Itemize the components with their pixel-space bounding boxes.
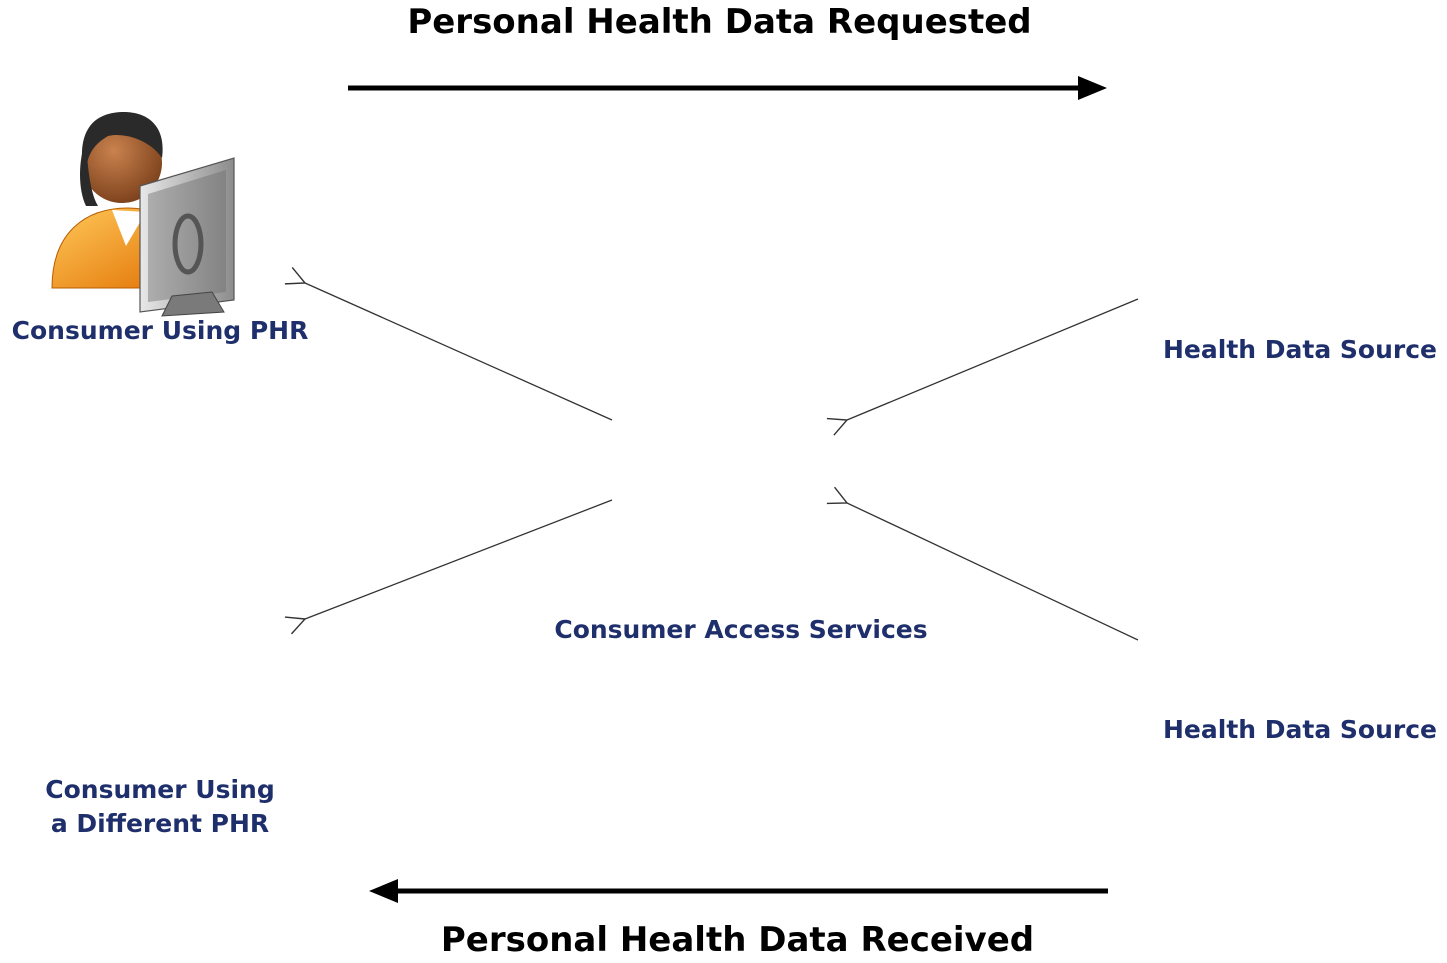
connector-from-lab-source [847,503,1139,641]
receive-direction-arrow [369,879,1108,903]
consumer-different-phr-label: Consumer Using a Different PHR [0,773,320,841]
health-data-source-lab-label: Health Data Source [1163,715,1437,744]
connector-from-rx-source [847,298,1139,420]
data-received-heading: Personal Health Data Received [440,920,1035,960]
health-data-source-rx-label: Health Data Source [1163,335,1437,364]
connector-to-consumer-different-phr [305,499,613,619]
consumer-different-phr-label-line2: a Different PHR [50,809,270,838]
data-requested-heading: Personal Health Data Requested [407,2,1032,42]
request-direction-arrow [348,76,1107,100]
connector-to-consumer-phr [305,283,613,421]
consumer-using-phr-label: Consumer Using PHR [11,316,309,345]
consumer-different-phr-label-line1: Consumer Using [45,775,275,804]
consumer-access-services-label: Consumer Access Services [554,615,928,644]
person-at-computer-icon [51,112,235,317]
